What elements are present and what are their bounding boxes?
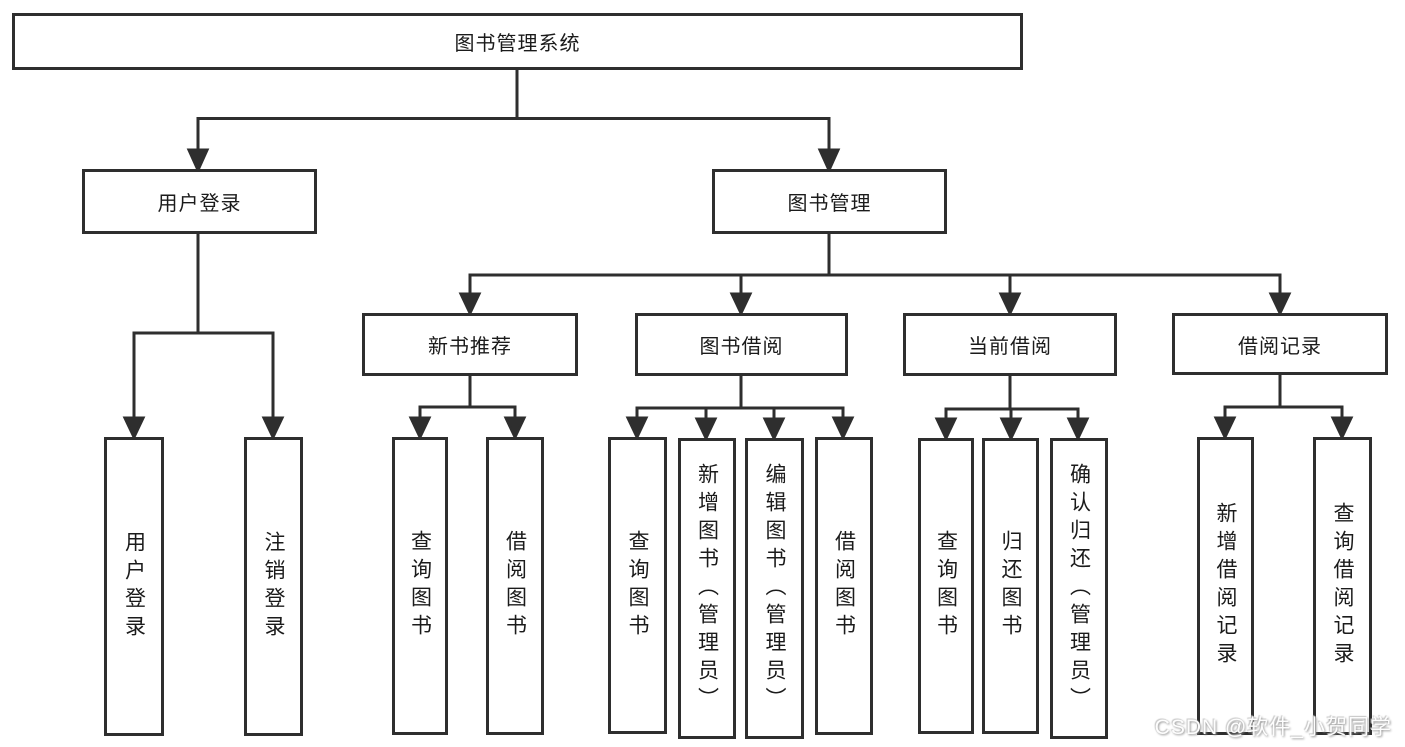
node-current-borrowing: 当前借阅 — [903, 313, 1117, 376]
node-label: 用户登录 — [122, 530, 146, 643]
node-label: 当前借阅 — [968, 336, 1052, 358]
node-label: 借阅图书 — [832, 530, 856, 642]
node-label: 图书管理 — [787, 193, 872, 215]
node-user-login-group: 用户登录 — [82, 169, 317, 234]
node-label: 查询借阅记录 — [1331, 502, 1354, 670]
node-borrow-records: 借阅记录 — [1172, 313, 1388, 375]
node-label: 查询图书 — [408, 530, 432, 642]
node-label: 新增图书（管理员） — [695, 462, 719, 715]
node-bb-query-books: 查询图书 — [608, 437, 667, 734]
node-book-management: 图书管理 — [712, 169, 947, 234]
node-cb-return-books: 归还图书 — [982, 438, 1039, 734]
node-label: 用户登录 — [157, 193, 242, 215]
node-label: 新增借阅记录 — [1214, 502, 1237, 670]
node-label: 借阅记录 — [1238, 335, 1322, 358]
node-br-query-record: 查询借阅记录 — [1313, 437, 1372, 735]
node-label: 编辑图书（管理员） — [763, 462, 786, 715]
csdn-watermark: CSDN @软件_小贺同学 — [1154, 716, 1392, 739]
node-bb-edit-books-admin: 编辑图书（管理员） — [745, 438, 804, 739]
node-label: 查询图书 — [626, 529, 649, 642]
node-label: 借阅图书 — [503, 530, 527, 642]
node-library-system: 图书管理系统 — [12, 13, 1023, 70]
node-label: 确认归还（管理员） — [1067, 462, 1091, 715]
node-cb-query-books: 查询图书 — [918, 438, 974, 734]
node-bb-add-books-admin: 新增图书（管理员） — [678, 438, 736, 739]
node-nb-borrow-books: 借阅图书 — [486, 437, 544, 735]
node-book-borrowing: 图书借阅 — [635, 313, 848, 376]
node-label: 图书借阅 — [699, 336, 784, 358]
node-logout: 注销登录 — [244, 437, 303, 736]
node-bb-borrow-books: 借阅图书 — [815, 437, 873, 735]
node-new-book-recommend: 新书推荐 — [362, 313, 578, 376]
node-user-login: 用户登录 — [104, 437, 164, 736]
node-label: 归还图书 — [999, 530, 1022, 642]
node-label: 新书推荐 — [428, 336, 512, 358]
node-nb-query-books: 查询图书 — [392, 437, 448, 735]
node-label: 查询图书 — [934, 530, 958, 642]
node-br-add-record: 新增借阅记录 — [1197, 437, 1254, 735]
node-label: 图书管理系统 — [454, 33, 581, 55]
node-label: 注销登录 — [262, 530, 285, 643]
node-cb-confirm-return-admin: 确认归还（管理员） — [1050, 438, 1108, 739]
